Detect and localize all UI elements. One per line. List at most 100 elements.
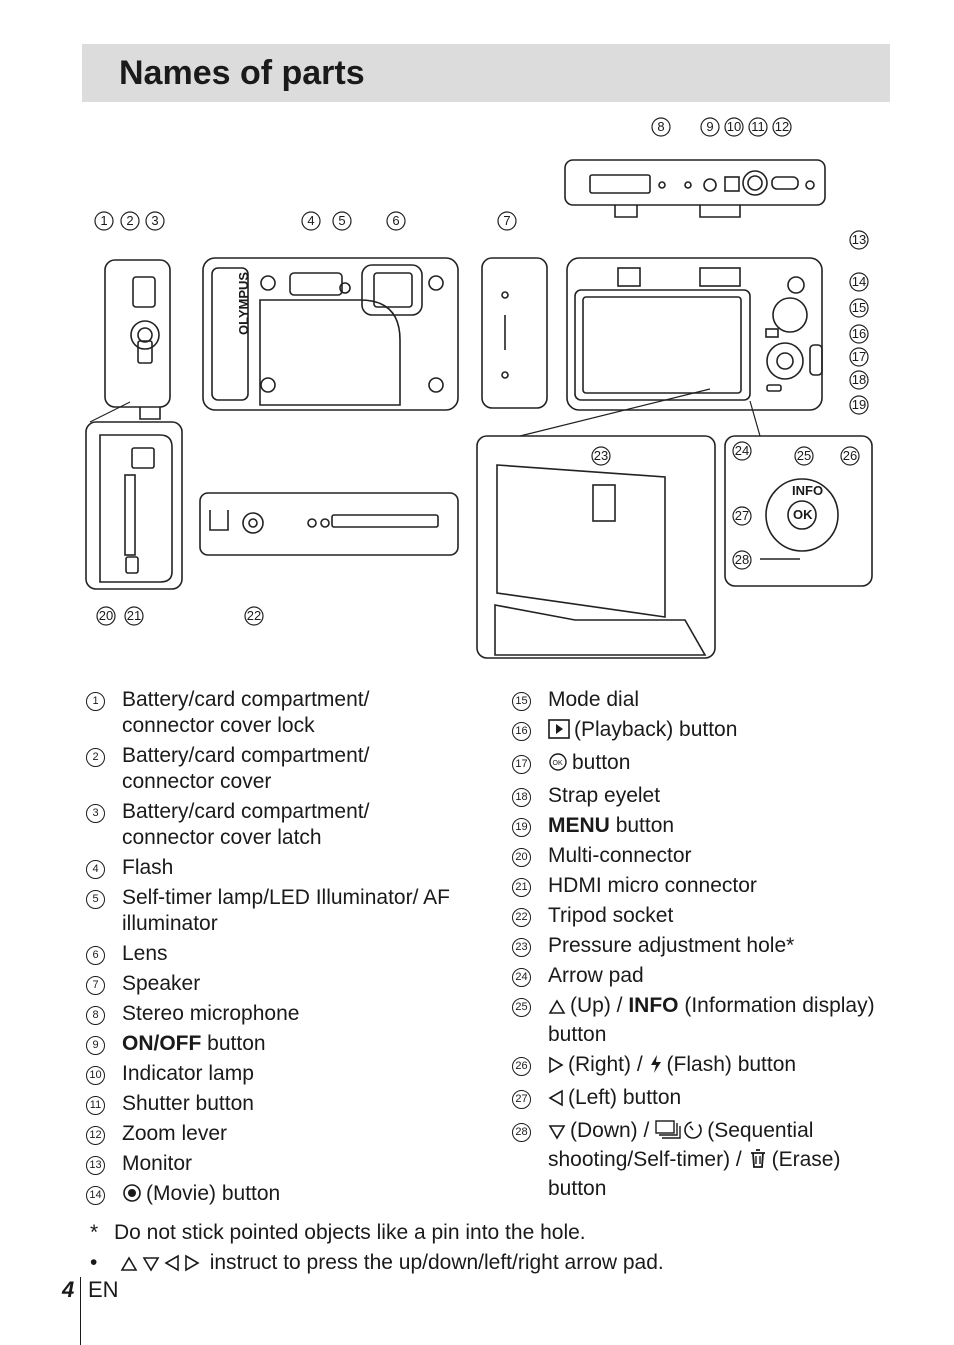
part-prefix: (Up) / xyxy=(570,994,623,1017)
callout-number: 7 xyxy=(503,213,510,228)
part-item: 7 Speaker xyxy=(86,971,466,997)
callout-circle xyxy=(849,230,869,250)
trash-icon xyxy=(748,1147,768,1176)
part-number: 13 xyxy=(86,1156,105,1175)
part-label: Monitor xyxy=(122,1152,193,1175)
callout-circle xyxy=(849,272,869,292)
page-number: 4 xyxy=(62,1277,75,1302)
page-title: Names of parts xyxy=(119,54,365,92)
callout-number: 25 xyxy=(797,448,811,463)
part-label: Tripod socket xyxy=(548,904,674,927)
part-number: 15 xyxy=(512,692,531,711)
part-label: button xyxy=(572,751,631,774)
playback-icon xyxy=(548,719,570,746)
part-label: (Playback) button xyxy=(574,718,738,741)
pad-info-text: INFO xyxy=(792,483,823,498)
part-number: 4 xyxy=(86,860,105,879)
callout-circle xyxy=(849,370,869,390)
flash-icon xyxy=(649,1054,663,1081)
callout-number: 11 xyxy=(751,119,765,134)
down-triangle-icon xyxy=(548,1121,566,1147)
callout-circle xyxy=(651,117,671,137)
part-number: 24 xyxy=(512,968,531,987)
callout-number: 3 xyxy=(151,213,158,228)
part-label: HDMI micro connector xyxy=(548,874,757,897)
arrow-icons xyxy=(120,1251,204,1274)
part-number: 26 xyxy=(512,1057,531,1076)
part-number: 2 xyxy=(86,748,105,767)
brand-text: OLYMPUS xyxy=(236,272,251,335)
part-number: 5 xyxy=(86,890,105,909)
connector-detail-box xyxy=(85,421,183,590)
callout-number: 19 xyxy=(852,397,866,412)
sequential-selftimer-icon xyxy=(655,1118,703,1147)
part-number: 7 xyxy=(86,976,105,995)
note-mark: * xyxy=(90,1221,99,1244)
callout-circle xyxy=(732,441,752,461)
part-number: 16 xyxy=(512,722,531,741)
note-mark: • xyxy=(90,1251,98,1274)
part-number: 3 xyxy=(86,804,105,823)
callout-circle xyxy=(732,506,752,526)
part-number: 27 xyxy=(512,1090,531,1109)
callout-number: 5 xyxy=(338,213,345,228)
note-text: Do not stick pointed objects like a pin … xyxy=(114,1221,586,1244)
callout-number: 8 xyxy=(657,119,664,134)
callout-circle xyxy=(124,606,144,626)
right-triangle-icon xyxy=(548,1055,564,1081)
callout-circle xyxy=(772,117,792,137)
part-number: 17 xyxy=(512,755,531,774)
part-number: 8 xyxy=(86,1006,105,1025)
part-item: 27(Left) button xyxy=(512,1085,892,1114)
callout-number: 13 xyxy=(852,232,866,247)
part-number: 9 xyxy=(86,1036,105,1055)
part-keyword: MENU xyxy=(548,814,610,837)
part-label-2: (Erase) button xyxy=(548,1148,841,1200)
part-label: Mode dial xyxy=(548,688,640,711)
part-label: Multi-connector xyxy=(548,844,692,867)
camera-left-side-view xyxy=(104,259,171,420)
callout-circle xyxy=(94,211,114,231)
part-item: 16 (Playback) button xyxy=(512,717,892,746)
part-item: 13 Monitor xyxy=(86,1151,466,1177)
part-number: 10 xyxy=(86,1066,105,1085)
callout-number: 9 xyxy=(706,119,713,134)
part-number: 28 xyxy=(512,1123,531,1142)
callout-number: 16 xyxy=(852,326,866,341)
part-prefix: (Down) / xyxy=(570,1119,650,1142)
part-label: Pressure adjustment hole* xyxy=(548,934,795,957)
callout-circle xyxy=(849,324,869,344)
callout-circle xyxy=(748,117,768,137)
part-label: Speaker xyxy=(122,972,201,995)
up-triangle-icon xyxy=(120,1254,138,1278)
part-item: 25(Up) / INFO (Information display) butt… xyxy=(512,993,892,1048)
part-label: Self-timer lamp/LED Illuminator/ AF illu… xyxy=(122,886,450,935)
part-prefix: (Right) / xyxy=(568,1053,643,1076)
callout-number: 20 xyxy=(99,608,113,623)
callout-circle xyxy=(591,446,611,466)
callout-circle xyxy=(840,446,860,466)
callout-number: 10 xyxy=(727,119,741,134)
left-triangle-icon xyxy=(164,1254,180,1278)
part-item: 15 Mode dial xyxy=(512,687,892,713)
callout-circle xyxy=(244,606,264,626)
callout-circle xyxy=(732,550,752,570)
right-triangle-icon xyxy=(184,1254,200,1278)
callout-circle xyxy=(724,117,744,137)
part-label: Lens xyxy=(122,942,168,965)
callout-circle xyxy=(386,211,406,231)
